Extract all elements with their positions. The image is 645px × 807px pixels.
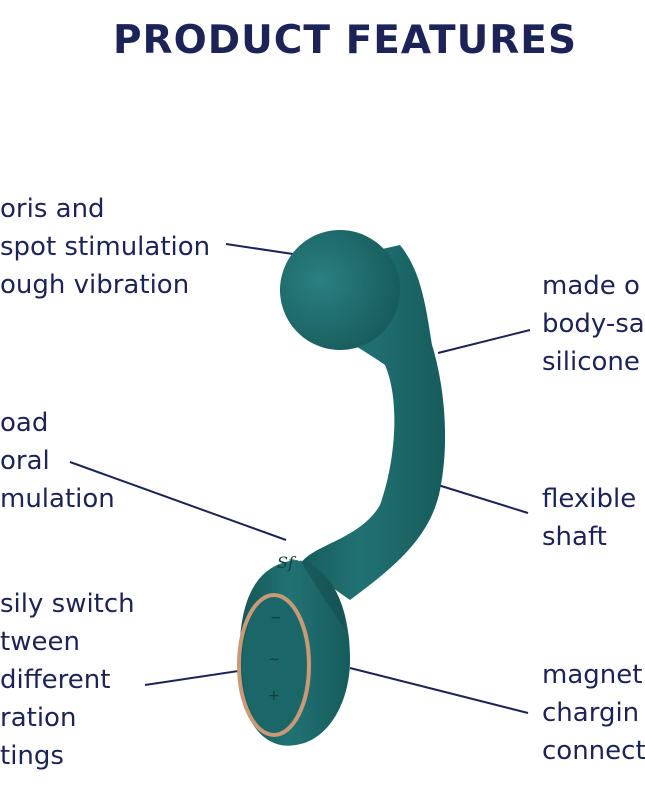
product-shaft	[288, 245, 446, 600]
feature-broad: oad oral mulation	[0, 408, 115, 514]
feature-magnetic: magnet chargin connect	[542, 660, 645, 766]
pointer-lines	[69, 243, 531, 714]
wave-icon: ~	[268, 652, 280, 668]
feature-clitoris: oris and spot stimulation ough vibration	[0, 194, 211, 300]
pointer-clitoris	[225, 243, 294, 255]
pointer-material	[437, 329, 531, 354]
brand-logo-icon: Sf	[277, 553, 297, 572]
page-title: PRODUCT FEATURES	[112, 18, 578, 63]
feature-flexible: flexible shaft	[542, 484, 637, 552]
pointer-broad	[69, 461, 287, 541]
feature-material: made o body-sa silicone	[542, 271, 645, 377]
control-panel-trim	[237, 593, 311, 737]
feature-switch: sily switch tween different ration tings	[0, 589, 135, 771]
control-panel	[242, 598, 306, 732]
product-head	[280, 230, 400, 350]
minus-icon: −	[270, 610, 282, 626]
pointer-magnetic	[349, 667, 529, 714]
plus-icon: +	[268, 688, 280, 704]
pointer-flexible	[437, 484, 529, 514]
